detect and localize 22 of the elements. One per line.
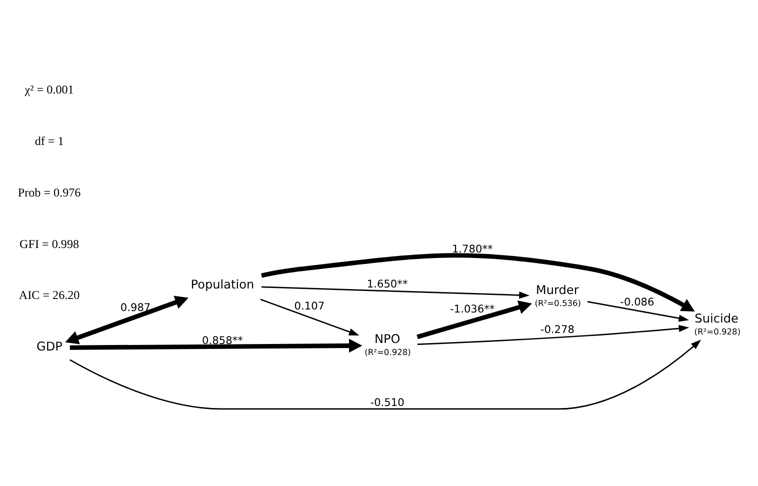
node-label: (R²=0.536)	[534, 298, 582, 308]
node-text: Murder	[536, 282, 579, 297]
label: Prob = 0.976	[18, 185, 81, 200]
edge-label: 1.650**	[366, 278, 408, 290]
node-text: GDP	[36, 340, 62, 354]
edge-label: -1.036**	[450, 303, 495, 316]
edge-label: -0.510	[370, 397, 404, 410]
edge-label: 0.987	[120, 302, 151, 314]
node-text: Population	[190, 278, 254, 292]
edge-label: 0.107	[294, 300, 325, 312]
edge-label: -0.086	[620, 296, 654, 309]
edge-label: -0.278	[540, 324, 575, 336]
label: GFI = 0.998	[20, 236, 80, 251]
node-text: NPO	[374, 332, 400, 346]
node-label: (R²=0.928)	[694, 326, 741, 337]
edge-label: 1.780**	[452, 244, 493, 256]
node-text: Suicide	[694, 312, 738, 326]
label: AIC = 26.20	[18, 288, 80, 302]
node-label: (R²=0.928)	[364, 347, 411, 358]
label: χ² = 0.001	[24, 82, 74, 97]
label: df = 1	[34, 134, 64, 148]
edge-label: 0.858**	[202, 335, 243, 348]
